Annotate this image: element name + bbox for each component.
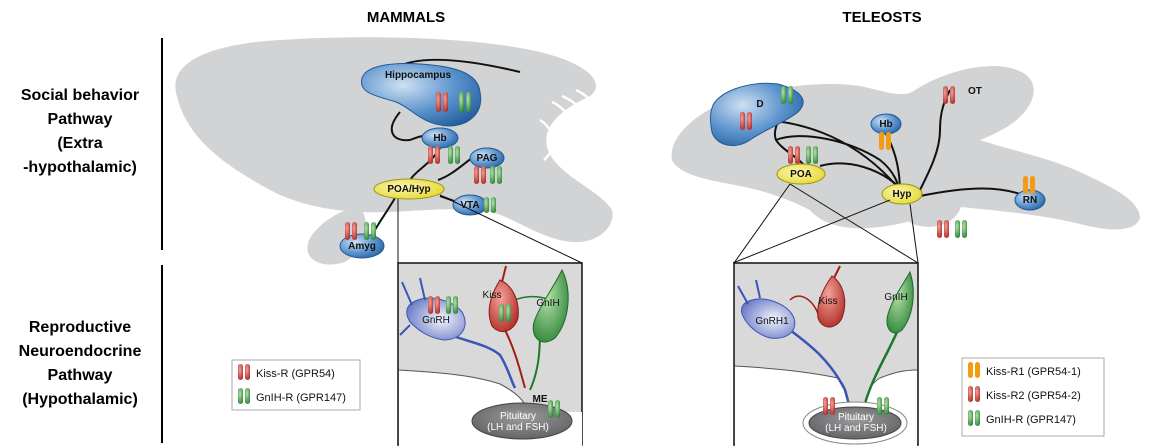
teleost-zoom-lines <box>732 183 919 264</box>
mammal-zoom-lines <box>397 194 583 264</box>
legend-teleost-gnih-icon <box>968 410 980 426</box>
svg-text:GnRH1: GnRH1 <box>755 316 789 327</box>
teleost-pituitary-receptor-kiss2 <box>823 397 835 415</box>
mammal-receptor-vta-gnih <box>484 197 496 213</box>
header-teleosts: TELEOSTS <box>842 9 921 26</box>
teleost-receptor-poa-kiss2 <box>788 146 800 164</box>
teleost-region-poa: POA <box>776 163 826 185</box>
mammal-region-poa-hyp: POA/Hyp <box>373 178 445 200</box>
teleost-neuron-gnih <box>886 270 914 334</box>
teleost-neuron-gnrh1 <box>741 298 796 339</box>
teleost-receptor-rn-kiss1 <box>1023 176 1035 194</box>
mammal-region-amyg: Amyg <box>339 233 385 259</box>
svg-text:VTA: VTA <box>460 200 479 211</box>
mammal-pituitary-receptor-gnih <box>548 400 560 418</box>
legend-mammal: Kiss-R (GPR54) GnIH-R (GPR147) <box>231 359 361 411</box>
teleost-receptor-poa-gnih <box>806 146 818 164</box>
legend-teleost-kiss1-icon <box>968 362 980 378</box>
svg-text:RN: RN <box>1023 195 1037 206</box>
svg-text:Pathway: Pathway <box>48 367 113 384</box>
svg-text:-hypothalamic): -hypothalamic) <box>23 159 137 176</box>
teleost-pituitary-receptor-gnih <box>877 397 889 415</box>
mammal-cerebellum <box>539 88 606 177</box>
svg-text:Pituitary: Pituitary <box>838 412 874 423</box>
svg-text:Pathway: Pathway <box>48 111 113 128</box>
svg-text:Kiss: Kiss <box>483 290 502 301</box>
svg-text:Amyg: Amyg <box>348 241 376 252</box>
svg-text:ME: ME <box>533 394 548 405</box>
teleost-receptor-d-kiss2 <box>740 112 752 130</box>
svg-text:GnIH-R (GPR147): GnIH-R (GPR147) <box>256 392 346 404</box>
legend-teleost-kiss2-icon <box>968 386 980 402</box>
teleost-inset: GnRH1 Kiss GnIH Pituitary (LH and FSH) <box>733 262 919 446</box>
svg-text:POA/Hyp: POA/Hyp <box>387 184 430 195</box>
mammal-receptor-amyg-kiss <box>345 222 357 240</box>
side-label-repro: Reproductive Neuroendocrine Pathway (Hyp… <box>19 319 142 408</box>
teleost-receptor-mid-gnih <box>955 220 967 238</box>
teleost-region-hb: Hb <box>870 113 902 135</box>
mammal-inset-receptor-kiss-gnih <box>499 304 511 322</box>
svg-text:Reproductive: Reproductive <box>29 319 131 336</box>
mammal-receptor-pag-kiss <box>474 166 486 184</box>
svg-text:Hippocampus: Hippocampus <box>385 70 452 81</box>
svg-text:PAG: PAG <box>477 153 498 164</box>
teleost-receptor-ot-kiss2 <box>943 86 955 104</box>
legend-teleost: Kiss-R1 (GPR54-1) Kiss-R2 (GPR54-2) GnIH… <box>961 357 1105 437</box>
svg-text:GnIH-R (GPR147): GnIH-R (GPR147) <box>986 414 1076 426</box>
mammal-region-vta: VTA <box>452 194 488 216</box>
mammal-pituitary <box>471 402 573 440</box>
teleost-region-hyp: Hyp <box>881 183 923 205</box>
teleost-region-rn: RN <box>1014 189 1046 211</box>
legend-mammal-kiss-icon <box>238 364 250 380</box>
svg-text:Pituitary: Pituitary <box>500 411 536 422</box>
svg-text:(Hypothalamic): (Hypothalamic) <box>22 391 138 408</box>
mammal-receptor-hb-kiss <box>428 146 440 164</box>
svg-text:Hb: Hb <box>879 119 892 130</box>
teleost-receptor-hb-kiss1 <box>879 132 891 150</box>
mammal-inset-receptor-gnrh-kiss <box>428 296 440 314</box>
teleost-region-d: D <box>710 82 804 147</box>
svg-text:Kiss-R1 (GPR54-1): Kiss-R1 (GPR54-1) <box>986 366 1081 378</box>
mammal-region-hippocampus: Hippocampus <box>361 63 482 127</box>
mammal-receptor-hippocampus-gnih <box>459 92 471 112</box>
svg-text:GnRH: GnRH <box>422 315 450 326</box>
svg-text:(LH and FSH): (LH and FSH) <box>825 423 887 434</box>
header-mammals: MAMMALS <box>367 9 445 26</box>
teleost-receptor-mid-kiss2 <box>937 220 949 238</box>
mammal-inset-receptor-gnrh-gnih <box>446 296 458 314</box>
mammal-region-pag: PAG <box>469 147 505 169</box>
side-label-social: Social behavior Pathway (Extra -hypothal… <box>21 87 139 176</box>
svg-text:Kiss-R (GPR54): Kiss-R (GPR54) <box>256 368 335 380</box>
mammal-inset: GnRH Kiss GnIH ME Pituitary (LH and FSH) <box>397 262 583 446</box>
svg-text:GnIH: GnIH <box>884 292 907 303</box>
svg-text:Neuroendocrine: Neuroendocrine <box>19 343 142 360</box>
teleost-receptor-d-gnih <box>781 86 793 104</box>
mammal-receptor-hippocampus-kiss <box>436 92 448 112</box>
svg-text:Kiss: Kiss <box>819 296 838 307</box>
mammal-receptor-pag-gnih <box>490 166 502 184</box>
legend-mammal-gnih-icon <box>238 388 250 404</box>
svg-text:GnIH: GnIH <box>536 298 559 309</box>
mammal-region-hb: Hb <box>421 127 459 149</box>
svg-text:D: D <box>756 99 763 110</box>
teleost-region-ot: OT <box>968 86 982 97</box>
teleost-neuron-kiss <box>817 275 846 328</box>
mammal-receptor-amyg-gnih <box>364 222 376 240</box>
svg-text:Social behavior: Social behavior <box>21 87 139 104</box>
svg-text:Hb: Hb <box>433 133 446 144</box>
svg-text:POA: POA <box>790 169 812 180</box>
mammal-receptor-hb-gnih <box>448 146 460 164</box>
teleost-pituitary <box>808 406 902 440</box>
svg-text:Kiss-R2 (GPR54-2): Kiss-R2 (GPR54-2) <box>986 390 1081 402</box>
mammal-neuron-gnih <box>532 268 569 343</box>
svg-text:(LH and FSH): (LH and FSH) <box>487 422 549 433</box>
svg-text:(Extra: (Extra <box>57 135 102 152</box>
svg-text:Hyp: Hyp <box>893 189 912 200</box>
